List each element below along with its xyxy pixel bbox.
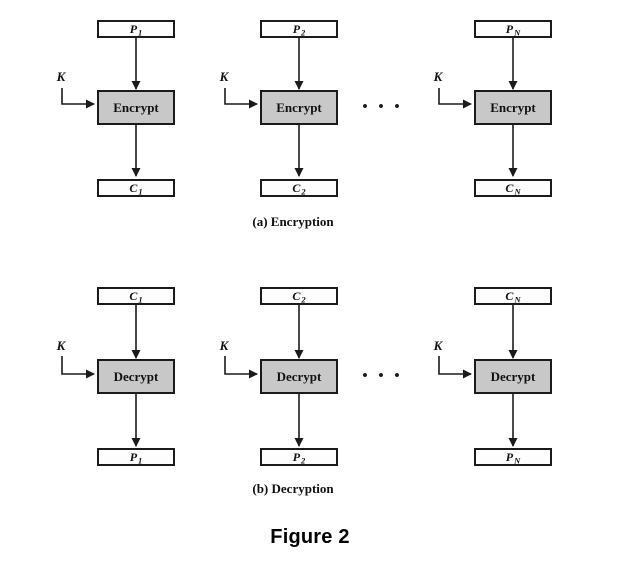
block-variable: C bbox=[505, 181, 514, 195]
block-subscript: N bbox=[514, 455, 521, 466]
arrow-key-to-decrypt-n bbox=[438, 356, 472, 379]
block-subscript: 1 bbox=[138, 455, 143, 466]
block-subscript: 1 bbox=[138, 294, 143, 305]
block-subscript: 2 bbox=[301, 186, 306, 197]
block-variable: P bbox=[129, 22, 138, 36]
block-variable: C bbox=[292, 181, 301, 195]
block-subscript: N bbox=[514, 186, 521, 197]
block-variable: P bbox=[129, 450, 138, 464]
figure-caption: Figure 2 bbox=[270, 526, 350, 548]
block-variable: C bbox=[129, 289, 138, 303]
block-variable: P bbox=[505, 450, 514, 464]
block-subscript: 2 bbox=[301, 455, 306, 466]
block-variable: C bbox=[505, 289, 514, 303]
ellipsis-dots: • • • bbox=[362, 368, 400, 384]
block-variable: C bbox=[129, 181, 138, 195]
key-label: K bbox=[219, 338, 229, 353]
block-variable: C bbox=[292, 289, 301, 303]
key-label: K bbox=[56, 69, 66, 84]
decrypt-box-2: Decrypt bbox=[260, 359, 338, 394]
block-variable: P bbox=[292, 22, 301, 36]
block-variable: P bbox=[292, 450, 301, 464]
arrow-key-to-encrypt-2 bbox=[224, 88, 258, 109]
block-subscript: N bbox=[514, 294, 521, 305]
encrypt-box-n: Encrypt bbox=[474, 90, 552, 125]
block-subscript: N bbox=[514, 27, 521, 38]
block-subscript: 1 bbox=[138, 27, 143, 38]
ellipsis-dots: • • • bbox=[362, 99, 400, 115]
key-label: K bbox=[219, 69, 229, 84]
encryption-caption: (a) Encryption bbox=[252, 214, 334, 229]
block-variable: P bbox=[505, 22, 514, 36]
arrow-key-to-decrypt-2 bbox=[224, 356, 258, 379]
block-subscript: 2 bbox=[301, 294, 306, 305]
arrow-key-to-encrypt-1 bbox=[61, 88, 95, 109]
arrow-key-to-decrypt-1 bbox=[61, 356, 95, 379]
arrow-key-to-encrypt-n bbox=[438, 88, 472, 109]
decryption-caption: (b) Decryption bbox=[252, 481, 334, 496]
key-label: K bbox=[56, 338, 66, 353]
decrypt-box-1: Decrypt bbox=[97, 359, 175, 394]
key-label: K bbox=[433, 338, 443, 353]
block-subscript: 1 bbox=[138, 186, 143, 197]
encrypt-box-1: Encrypt bbox=[97, 90, 175, 125]
key-label: K bbox=[433, 69, 443, 84]
block-subscript: 2 bbox=[301, 27, 306, 38]
decrypt-box-n: Decrypt bbox=[474, 359, 552, 394]
encrypt-box-2: Encrypt bbox=[260, 90, 338, 125]
